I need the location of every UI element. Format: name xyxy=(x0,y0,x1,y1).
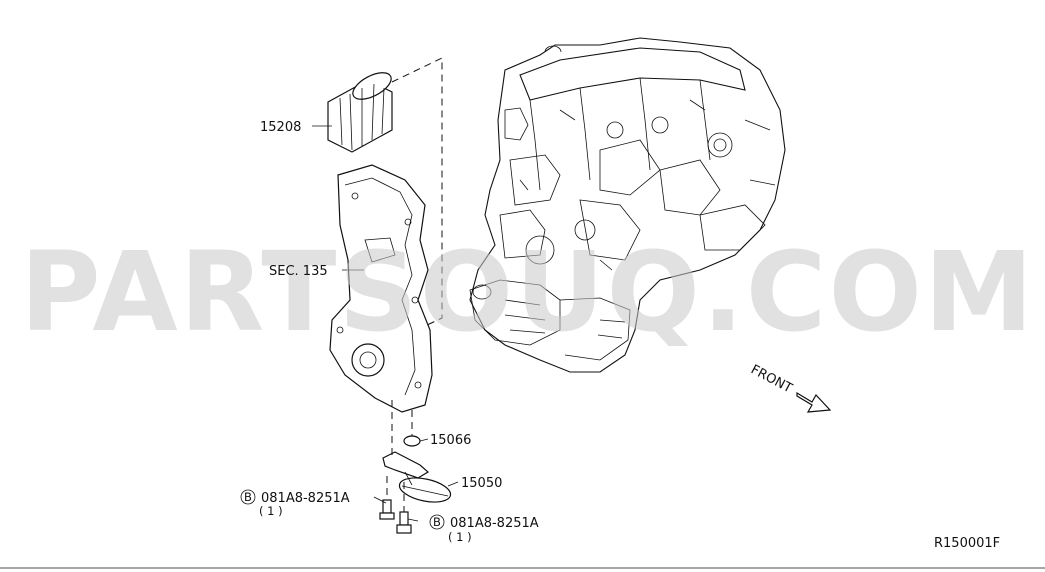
bolt-b-symbol: B xyxy=(433,515,441,529)
bolt-b-drawing xyxy=(396,511,412,534)
label-bolt-a-qty: ( 1 ) xyxy=(259,504,283,518)
assembly-guide-lines xyxy=(386,57,443,512)
oil-filter-drawing xyxy=(327,72,393,153)
label-oil-strainer: 15050 xyxy=(461,476,502,491)
label-o-ring: 15066 xyxy=(430,433,471,448)
label-front-direction: FRONT xyxy=(748,362,794,396)
label-bolt-a-part: 081A8-8251A xyxy=(261,491,350,506)
label-oil-filter: 15208 xyxy=(260,120,301,135)
oil-strainer-drawing xyxy=(382,451,452,503)
bolt-b-symbol-circle xyxy=(429,514,445,530)
bolt-a-symbol: B xyxy=(244,490,252,504)
label-bolt-b-qty: ( 1 ) xyxy=(448,530,472,544)
engine-block-drawing xyxy=(469,37,786,373)
front-direction-arrow xyxy=(796,391,832,413)
figure-code: R150001F xyxy=(934,536,1000,551)
front-cover-drawing xyxy=(329,164,433,413)
o-ring-drawing xyxy=(403,435,421,447)
watermark-text: PARTSOUQ.COM xyxy=(20,228,1036,356)
leader-lines xyxy=(312,125,459,522)
label-bolt-b-part: 081A8-8251A xyxy=(450,516,539,531)
bolt-a-symbol-circle xyxy=(240,489,256,505)
label-front-cover-ref: SEC. 135 xyxy=(269,264,328,279)
bolt-a-drawing xyxy=(379,499,395,520)
